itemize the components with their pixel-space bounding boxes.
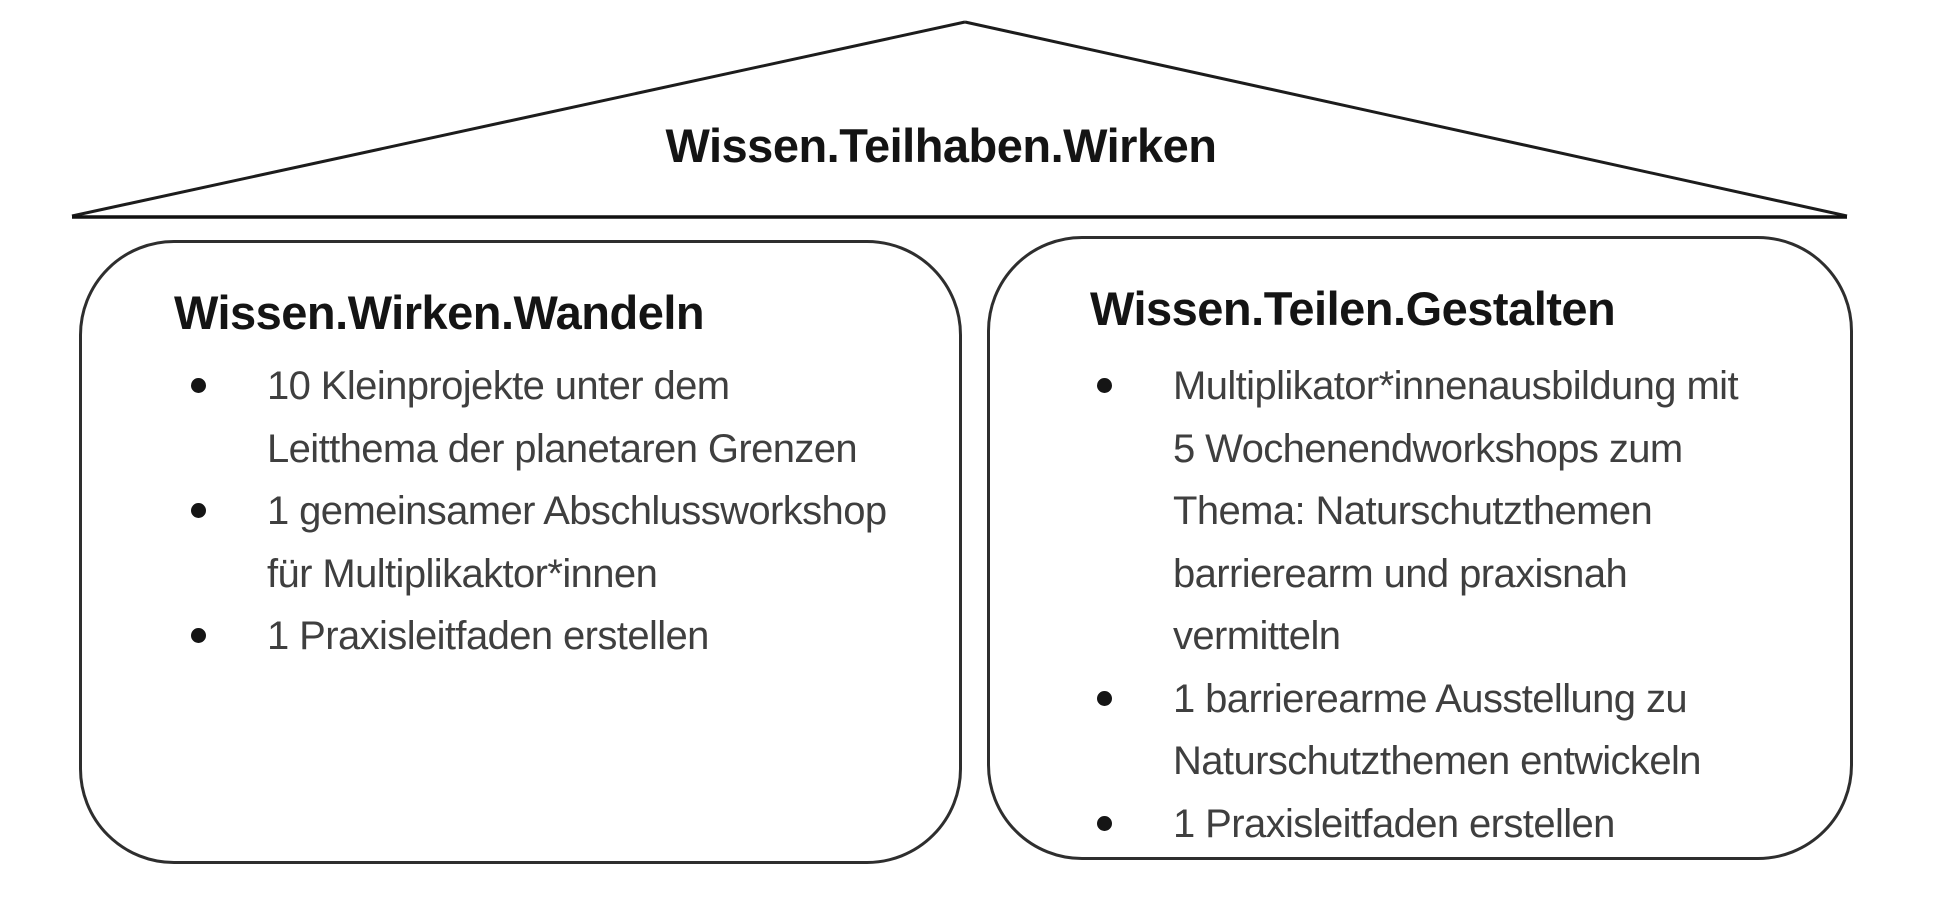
- bullet-item: 10 Kleinprojekte unter dem Leitthema der…: [191, 355, 967, 480]
- right-box: Wissen.Teilen.Gestalten Multiplikator*in…: [987, 236, 1853, 860]
- bullet-item: 1 Praxisleitfaden erstellen: [191, 605, 967, 668]
- left-box-title: Wissen.Wirken.Wandeln: [174, 286, 705, 339]
- left-box-bullet-list: 10 Kleinprojekte unter dem Leitthema der…: [191, 355, 967, 668]
- bullet-item: 1 Praxisleitfaden erstellen: [1097, 793, 1833, 856]
- bullet-item: Multiplikator*innenausbildung mit 5 Woch…: [1097, 355, 1833, 668]
- bullet-item: 1 barrierearme Ausstellung zu Naturschut…: [1097, 668, 1833, 793]
- bullet-item: 1 gemeinsamer Abschlussworkshop für Mult…: [191, 480, 967, 605]
- right-box-title: Wissen.Teilen.Gestalten: [1090, 282, 1616, 335]
- left-box: Wissen.Wirken.Wandeln 10 Kleinprojekte u…: [79, 240, 962, 864]
- right-box-bullet-list: Multiplikator*innenausbildung mit 5 Woch…: [1097, 355, 1833, 856]
- roof-title: Wissen.Teilhaben.Wirken: [665, 119, 1217, 172]
